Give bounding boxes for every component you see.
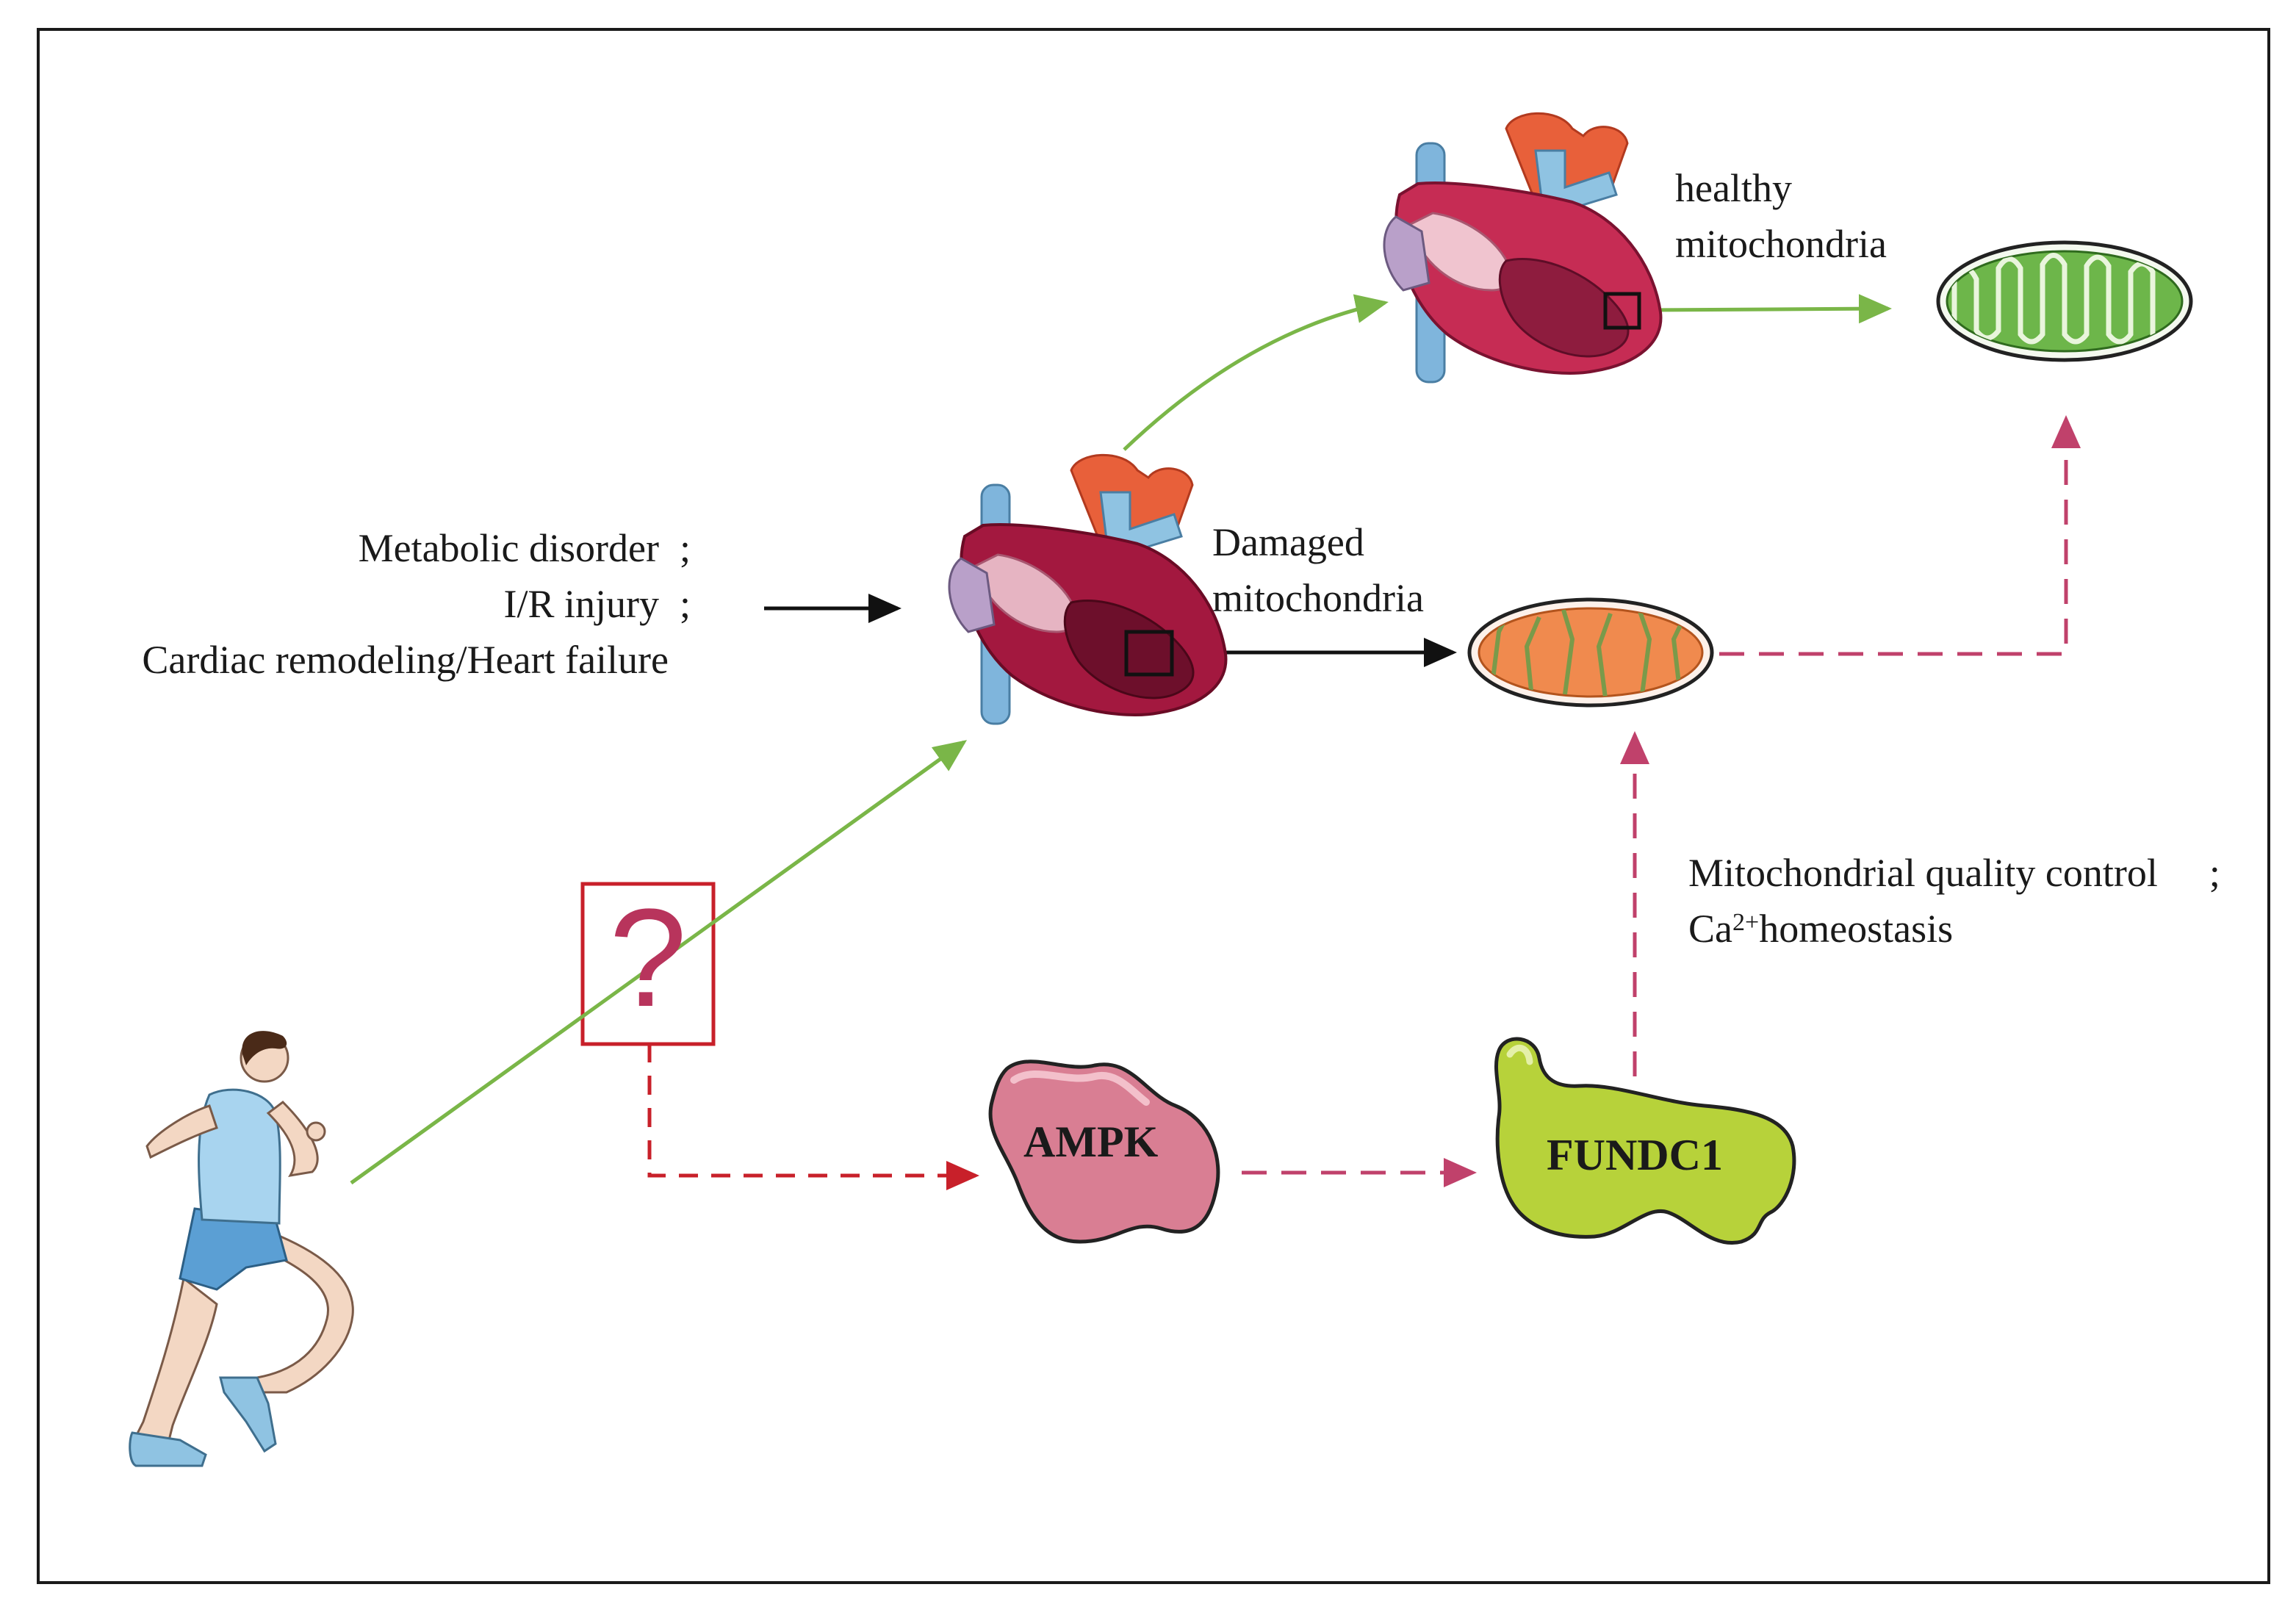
healthy-label-line2: mitochondria [1675,222,1887,266]
causes-label: Metabolic disorder; I/R injury; Cardiac … [103,520,691,688]
healthy-label-line1: healthy [1675,166,1792,210]
figure-frame [37,28,2270,1584]
arrow-heart-to-healthy-heart [1123,294,1389,451]
arrow-question-to-ampk [647,1043,979,1190]
damaged-mitochondria-label: Damaged mitochondria [1212,514,1424,626]
damaged-label-line1: Damaged [1212,520,1364,564]
runner-icon [129,1031,354,1467]
arrow-damaged-to-healthy-mito [1719,415,2081,656]
mqc-label: Mitochondrial quality control; Ca2+homeo… [1688,845,2220,957]
heart-damaged-icon [948,453,1228,725]
healthy-mitochondria-label: healthy mitochondria [1675,160,1887,272]
damaged-label-line2: mitochondria [1212,576,1424,620]
ampk-label: AMPK [1023,1118,1159,1166]
question-mark: ? [609,880,687,1036]
cause-line2: I/R injury; [503,582,691,626]
healthy-mitochondria-icon [1936,240,2193,362]
mqc-line1: Mitochondrial quality control; [1688,851,2220,895]
mqc-line2: Ca2+homeostasis [1688,907,1954,951]
heart-healthy-icon [1383,112,1663,384]
arrow-heart-to-healthy-mito [1645,294,1892,324]
cause-line3: Cardiac remodeling/Heart failure [142,638,669,682]
damaged-mitochondria-icon [1467,597,1714,708]
question-box [350,740,965,1185]
cause-line1: Metabolic disorder; [358,526,691,570]
ampk-protein-icon [988,1059,1220,1244]
fundc1-protein-icon [1494,1037,1796,1245]
fundc1-label: FUNDC1 [1547,1131,1723,1179]
